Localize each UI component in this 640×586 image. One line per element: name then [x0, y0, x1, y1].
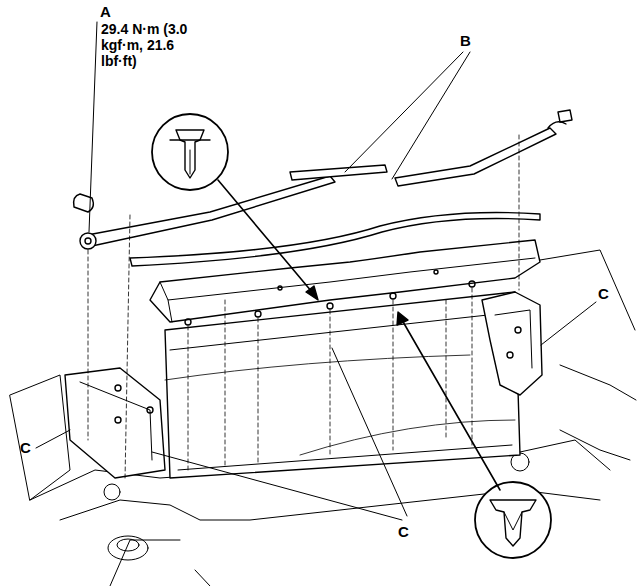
torque-spec: 29.4 N·m (3.0 kgf·m, 21.6 lbf·ft): [101, 21, 191, 69]
callout-letter: C: [398, 524, 409, 540]
alignment-lines: [88, 135, 519, 480]
right-bracket-part: [482, 292, 542, 395]
body-outline-part: [110, 540, 180, 586]
alignment-lines-part: [472, 288, 473, 445]
cowl-panel-part: [469, 281, 475, 287]
cowl-panel-part: [168, 300, 172, 322]
callout-letter: B: [460, 33, 471, 49]
alignment-lines-part: [330, 310, 331, 455]
right-wiper-arm-part: [558, 110, 572, 122]
cowl-panel-part: [150, 240, 540, 322]
alignment-lines-part: [125, 215, 130, 480]
clip-inset-part: [152, 114, 228, 190]
left-bracket-part: [115, 417, 121, 423]
alignment-lines-part: [258, 318, 259, 462]
left-bracket-part: [65, 368, 165, 478]
lower-panel-part: [300, 420, 515, 455]
left-wiper-arm-part: [82, 176, 335, 246]
clip-inset-part: [490, 500, 536, 546]
clip-inset-part: [475, 482, 551, 558]
left-bracket-part: [115, 385, 121, 391]
clip-inset-part: [504, 512, 522, 530]
body-outline-part: [540, 250, 635, 330]
clip-inset-part: [402, 320, 500, 490]
left-bracket-part: [80, 382, 152, 460]
lower-panel-part: [178, 445, 512, 470]
clip-inset-part: [397, 312, 408, 325]
leader-lines-part: [392, 52, 470, 179]
clip-inset-part: [176, 130, 204, 178]
body-outline-part: [117, 539, 139, 551]
right-wiper-arm: [290, 110, 572, 186]
body-outline-part: [560, 430, 630, 460]
lower-panel: [165, 292, 520, 478]
lower-panel-part: [165, 292, 520, 478]
left-bracket: [65, 368, 165, 478]
callout-letter: C: [20, 440, 31, 456]
cowl-panel-part: [327, 303, 333, 309]
right-bracket-part: [515, 327, 521, 333]
left-wiper-arm-part: [85, 238, 91, 244]
body-outline-part: [108, 536, 148, 560]
left-wiper-arm-part: [80, 233, 96, 249]
cowl-panel-part: [255, 311, 261, 317]
body-outline-part: [10, 375, 70, 500]
cowl-panel-part: [434, 270, 438, 274]
cowl-panel: [150, 240, 540, 325]
cowl-panel-part: [390, 293, 396, 299]
alignment-lines-part: [446, 300, 447, 440]
clip-inset-part: [190, 150, 191, 174]
alignment-lines-part: [393, 300, 394, 450]
leader-lines-part: [332, 348, 407, 516]
right-bracket-part: [507, 352, 513, 358]
clip-inset-part: [170, 139, 210, 140]
callout-letter: C: [598, 286, 609, 302]
clip-inset-part: [218, 180, 312, 292]
right-wiper-arm-part: [290, 165, 387, 180]
right-bracket-part: [495, 310, 532, 368]
leader-lines-part: [345, 52, 463, 172]
right-wiper-arm-part: [548, 122, 566, 128]
leader-lines-part: [89, 22, 97, 232]
leader-lines: [89, 22, 596, 520]
clip-inset: [152, 114, 551, 558]
body-outline-part: [195, 570, 210, 586]
alignment-lines-part: [188, 326, 189, 470]
alignment-lines-part: [88, 250, 89, 440]
leader-line: [36, 430, 70, 448]
alignment-lines-part: [225, 300, 226, 465]
left-bracket-part: [147, 407, 153, 413]
cowl-panel-part: [160, 258, 535, 300]
alignment-lines-part: [519, 135, 520, 290]
clip-inset-part: [306, 286, 318, 300]
leader-lines-part: [541, 302, 596, 345]
leader-lines-part: [152, 452, 402, 520]
lower-panel-part: [170, 312, 515, 350]
callout-letter: A: [100, 4, 111, 20]
right-wiper-arm-part: [395, 128, 556, 186]
right-bracket: [482, 292, 542, 395]
cowl-panel-part: [278, 286, 282, 290]
cowl-panel-part: [185, 319, 191, 325]
body-outline-part: [104, 484, 120, 500]
body-outline-part: [560, 365, 636, 400]
